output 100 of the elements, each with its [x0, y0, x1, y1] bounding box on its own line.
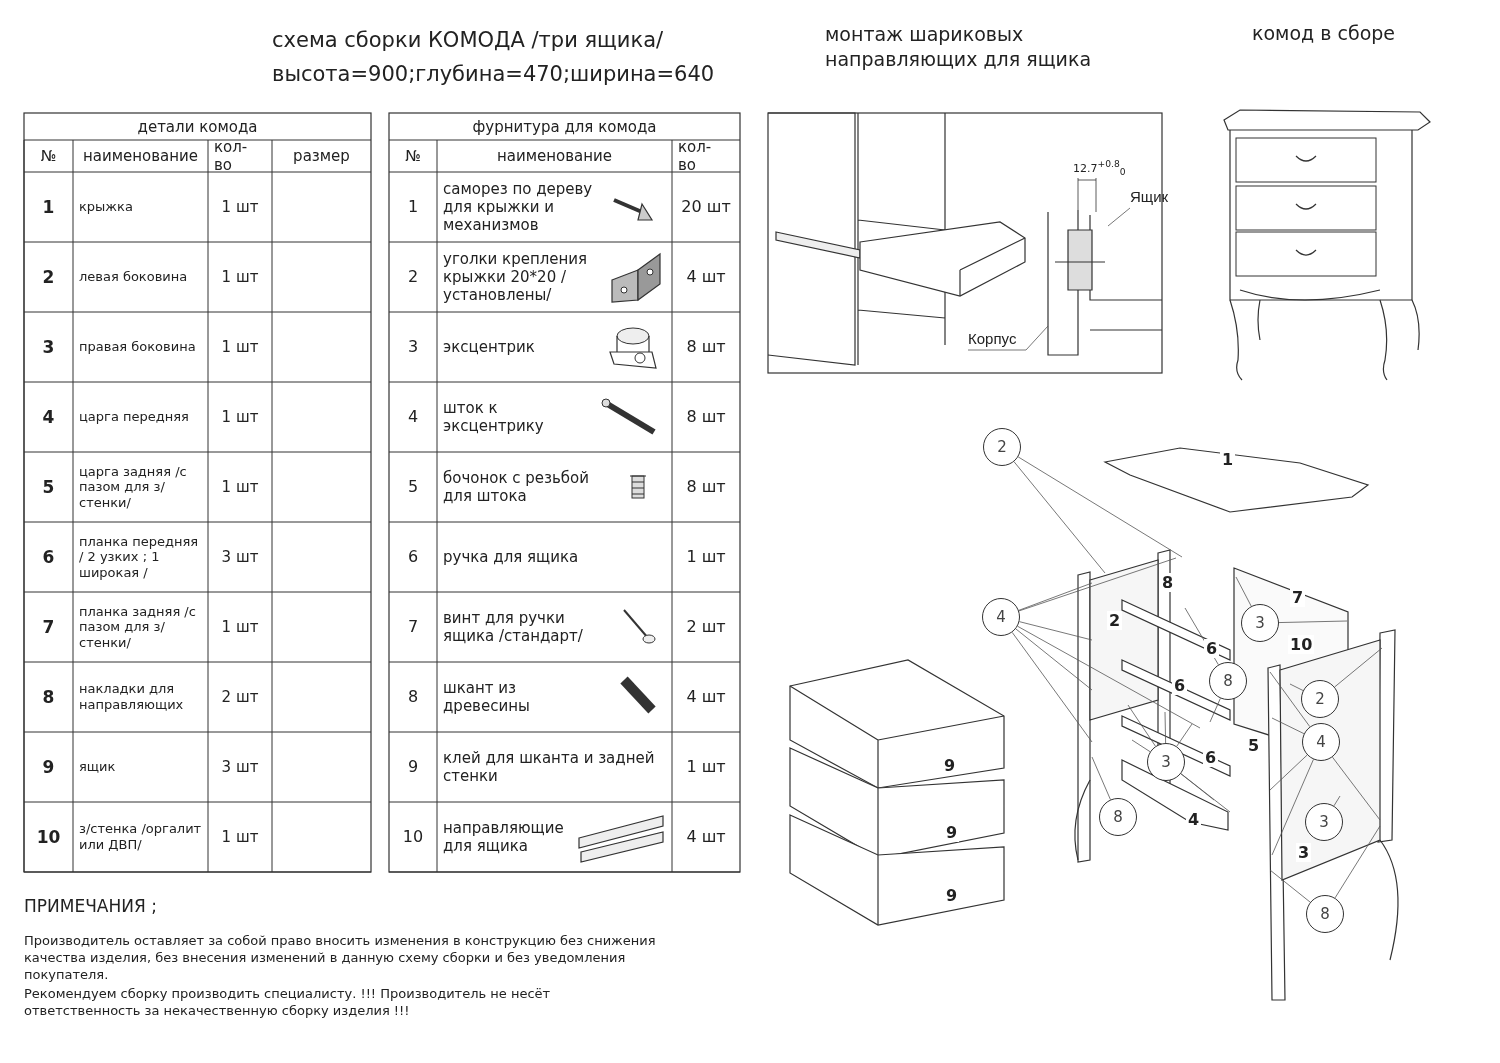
callout-label: Корпус	[968, 330, 1017, 347]
table-title: фурнитура для комода	[472, 117, 657, 136]
leader-line	[1107, 207, 1131, 227]
quantity: 1 шт	[221, 198, 259, 216]
row-number: 7	[42, 616, 55, 638]
section-heading: монтаж шариковых направляющих для ящика	[825, 22, 1093, 72]
part-name: планка передняя / 2 узких ; 1 широкая /	[79, 533, 200, 581]
fitting-name: эксцентрик	[443, 338, 535, 356]
part-number: 6	[1204, 639, 1220, 658]
section-heading: комод в сборе	[1252, 22, 1395, 44]
leader-line	[1235, 576, 1252, 607]
callout-circle: 8	[1099, 798, 1137, 836]
column-header: размер	[293, 147, 350, 165]
part-name: царга передняя	[79, 409, 189, 425]
quantity: 1 шт	[221, 618, 259, 636]
fitting-name: шкант из древесины	[443, 679, 531, 715]
leader-line	[1332, 756, 1381, 821]
row-number: 6	[42, 546, 55, 568]
part-number: 6	[1172, 676, 1188, 695]
leader-line	[1271, 717, 1305, 735]
row-number: 2	[407, 267, 419, 287]
quantity: 20 шт	[681, 197, 731, 217]
part-number: 2	[1107, 611, 1123, 630]
leader-line	[1271, 759, 1314, 856]
leader-line	[1015, 628, 1093, 691]
row-number: 8	[407, 687, 419, 707]
fitting-name: саморез по дереву для крыжки и механизмов	[443, 180, 594, 234]
leader-line	[1334, 647, 1383, 688]
row-number: 5	[407, 477, 419, 497]
leader-line	[1127, 704, 1156, 747]
leader-line	[1209, 698, 1221, 723]
callout-circle: 8	[1306, 895, 1344, 933]
quantity: 8 шт	[686, 477, 726, 497]
callout-label: Ящик	[1130, 188, 1169, 205]
quantity: 2 шт	[686, 617, 726, 637]
part-name: накладки для направляющих	[79, 681, 185, 713]
fitting-name: винт для ручки ящика /стандарт/	[443, 609, 584, 645]
table-title: детали комода	[137, 117, 258, 136]
title: схема сборки КОМОДА /три ящика/	[272, 28, 664, 53]
quantity: 4 шт	[686, 267, 726, 287]
column-header: №	[405, 147, 421, 165]
row-number: 1	[42, 196, 55, 218]
leader-line	[1019, 621, 1093, 641]
leader-line	[1289, 683, 1304, 691]
leader-line	[1184, 607, 1219, 666]
part-name: крыжка	[79, 199, 133, 215]
part-number: 6	[1203, 748, 1219, 767]
quantity: 8 шт	[686, 407, 726, 427]
row-number: 8	[42, 686, 55, 708]
leader-line	[1017, 625, 1201, 729]
quantity: 4 шт	[686, 687, 726, 707]
leader-line	[1334, 825, 1381, 899]
leader-line	[1131, 739, 1151, 753]
part-number: 9	[944, 823, 960, 842]
part-number: 8	[1160, 573, 1176, 592]
part-name: правая боковина	[79, 339, 196, 355]
part-number: 7	[1290, 588, 1306, 607]
leader-line	[1017, 456, 1183, 558]
row-number: 4	[42, 406, 55, 428]
quantity: 1 шт	[221, 408, 259, 426]
row-number: 7	[407, 617, 419, 637]
quantity: 1 шт	[221, 338, 259, 356]
column-header: кол- во	[678, 138, 713, 174]
callout-circle: 2	[983, 428, 1021, 466]
leader-line	[1018, 582, 1093, 611]
fitting-name: направляющие для ящика	[443, 819, 565, 855]
leader-line	[1091, 756, 1111, 800]
leader-line	[1333, 795, 1341, 807]
quantity: 1 шт	[686, 547, 726, 567]
row-number: 3	[407, 337, 419, 357]
quantity: 1 шт	[221, 478, 259, 496]
quantity: 4 шт	[686, 827, 726, 847]
quantity: 8 шт	[686, 337, 726, 357]
leader-line	[1018, 557, 1177, 612]
dimensions-line: высота=900;глубина=470;ширина=640	[272, 62, 715, 86]
fitting-name: бочонок с резьбой для штока	[443, 469, 591, 505]
note-text: Рекомендуем сборку производить специалисту. !!! Производитель не несёт ответственность за некачественную сборку изделия !!!	[24, 985, 552, 1019]
row-number: 5	[42, 476, 55, 498]
leader-line	[1180, 773, 1231, 813]
notes-heading: ПРИМЕЧАНИЯ ;	[24, 896, 157, 916]
column-header: наименование	[82, 147, 199, 165]
fitting-name: клей для шканта и задней стенки	[443, 749, 656, 785]
callout-circle: 4	[982, 598, 1020, 636]
row-number: 9	[407, 757, 419, 777]
part-name: з/стенка /оргалит или ДВП/	[79, 821, 202, 853]
quantity: 1 шт	[221, 828, 259, 846]
leader-line	[1176, 723, 1193, 747]
quantity: 2 шт	[221, 688, 259, 706]
column-header: №	[40, 147, 57, 165]
row-number: 6	[407, 547, 419, 567]
column-header: наименование	[496, 147, 613, 165]
fitting-name: шток к эксцентрику	[443, 399, 545, 435]
note-text: Производитель оставляет за собой право вносить изменения в конструкцию без снижения качества изделия, без внесения изменений в данную схему сборки и без уведомления покупателя.	[24, 932, 657, 983]
quantity: 3 шт	[221, 758, 259, 776]
column-header: кол- во	[214, 138, 249, 174]
part-number: 3	[1296, 843, 1312, 862]
leader-line	[1013, 461, 1106, 574]
row-number: 10	[402, 827, 424, 847]
leader-line	[1011, 631, 1093, 743]
part-name: планка задняя /с пазом для з/стенки/	[79, 603, 197, 651]
